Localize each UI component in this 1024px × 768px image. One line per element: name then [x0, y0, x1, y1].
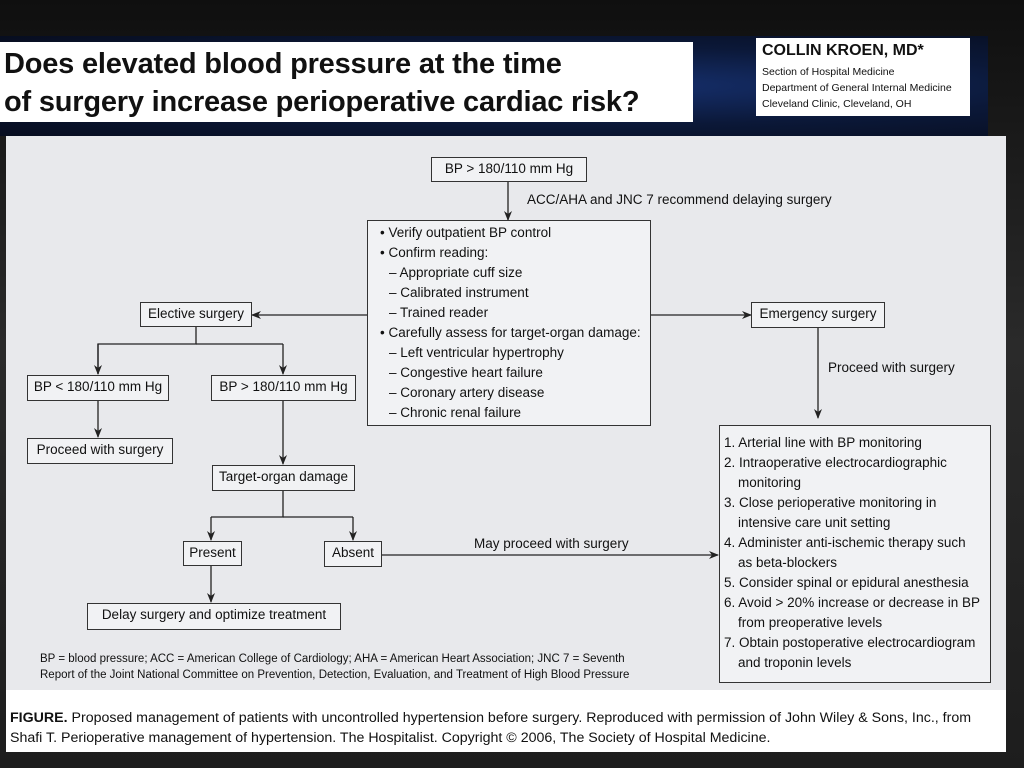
measure-item: 5. Consider spinal or epidural anesthesi…	[724, 575, 969, 590]
node-present: Present	[183, 541, 242, 566]
measure-item-continued: as beta-blockers	[738, 555, 838, 570]
measure-item-continued: intensive care unit setting	[738, 515, 891, 530]
figure-caption-bar: FIGURE. Proposed management of patients …	[6, 690, 1006, 752]
node-emergency-label: Emergency surgery	[759, 306, 877, 321]
checklist-subitem: – Coronary artery disease	[389, 385, 545, 400]
checklist-subitem: – Trained reader	[389, 305, 489, 320]
node-present-label: Present	[189, 545, 236, 560]
perioperative-measures-list: 1. Arterial line with BP monitoring 2. I…	[719, 425, 991, 683]
article-title: Does elevated blood pressure at the time…	[0, 42, 693, 122]
checklist-subitem: – Congestive heart failure	[389, 365, 543, 380]
node-target-organ-label: Target-organ damage	[218, 469, 349, 484]
measure-item: 7. Obtain postoperative electrocardiogra…	[724, 635, 976, 650]
checklist-item: • Verify outpatient BP control	[380, 225, 552, 240]
checklist-subitem: – Chronic renal failure	[389, 405, 522, 420]
node-emergency-surgery: Emergency surgery	[751, 302, 885, 328]
title-line-1: Does elevated blood pressure at the time	[4, 48, 562, 80]
start-node-label: BP > 180/110 mm Hg	[444, 161, 574, 176]
measure-item: 4. Administer anti-ischemic therapy such	[724, 535, 966, 550]
edge-label-may-proceed: May proceed with surgery	[474, 536, 629, 551]
node-proceed-label: Proceed with surgery	[36, 442, 164, 457]
node-absent-label: Absent	[331, 545, 375, 560]
measure-item-continued: monitoring	[738, 475, 802, 490]
node-elective-surgery: Elective surgery	[140, 302, 252, 327]
measure-item-continued: from preoperative levels	[738, 615, 883, 630]
checklist-item: • Carefully assess for target-organ dama…	[380, 325, 641, 340]
node-bp-low-label: BP < 180/110 mm Hg	[33, 379, 163, 394]
checklist-subitem: – Calibrated instrument	[389, 285, 529, 300]
edge-label-delay-recommendation: ACC/AHA and JNC 7 recommend delaying sur…	[527, 192, 832, 207]
measure-item: 3. Close perioperative monitoring in	[724, 495, 937, 510]
author-affiliation: Section of Hospital Medicine	[762, 66, 895, 78]
author-name: COLLIN KROEN, MD*	[762, 42, 924, 59]
node-delay-surgery: Delay surgery and optimize treatment	[87, 603, 341, 630]
node-delay-label: Delay surgery and optimize treatment	[101, 607, 327, 622]
measure-item-continued: and troponin levels	[738, 655, 852, 670]
title-line-2: of surgery increase perioperative cardia…	[4, 86, 640, 118]
measure-item: 2. Intraoperative electrocardiographic	[724, 455, 947, 470]
start-node-bp-high: BP > 180/110 mm Hg	[431, 157, 587, 182]
author-block: COLLIN KROEN, MD* Section of Hospital Me…	[756, 38, 970, 116]
measure-item: 6. Avoid > 20% increase or decrease in B…	[724, 595, 981, 610]
node-absent: Absent	[324, 541, 382, 567]
edge-label-proceed-emergency: Proceed with surgery	[828, 360, 955, 375]
node-bp-high: BP > 180/110 mm Hg	[211, 375, 356, 401]
author-affiliation: Department of General Internal Medicine	[762, 82, 952, 94]
node-elective-label: Elective surgery	[147, 306, 245, 321]
node-bp-high-label: BP > 180/110 mm Hg	[219, 379, 348, 394]
node-target-organ-damage: Target-organ damage	[212, 465, 355, 491]
checklist-item: • Confirm reading:	[380, 245, 489, 260]
node-bp-low: BP < 180/110 mm Hg	[27, 375, 169, 401]
caption-body: Proposed management of patients with unc…	[10, 710, 972, 746]
measure-item: 1. Arterial line with BP monitoring	[724, 435, 922, 450]
node-proceed-with-surgery: Proceed with surgery	[27, 438, 173, 464]
footnote-line: BP = blood pressure; ACC = American Coll…	[40, 653, 625, 665]
footnote-line: Report of the Joint National Committee o…	[40, 668, 630, 681]
abbreviation-footnote: BP = blood pressure; ACC = American Coll…	[40, 652, 629, 683]
caption-label: FIGURE.	[10, 710, 68, 726]
assessment-checklist: • Verify outpatient BP control • Confirm…	[367, 220, 651, 426]
author-affiliation: Cleveland Clinic, Cleveland, OH	[762, 98, 912, 110]
checklist-subitem: – Left ventricular hypertrophy	[389, 345, 564, 360]
checklist-subitem: – Appropriate cuff size	[389, 265, 523, 280]
figure-caption: FIGURE. Proposed management of patients …	[10, 708, 1000, 748]
